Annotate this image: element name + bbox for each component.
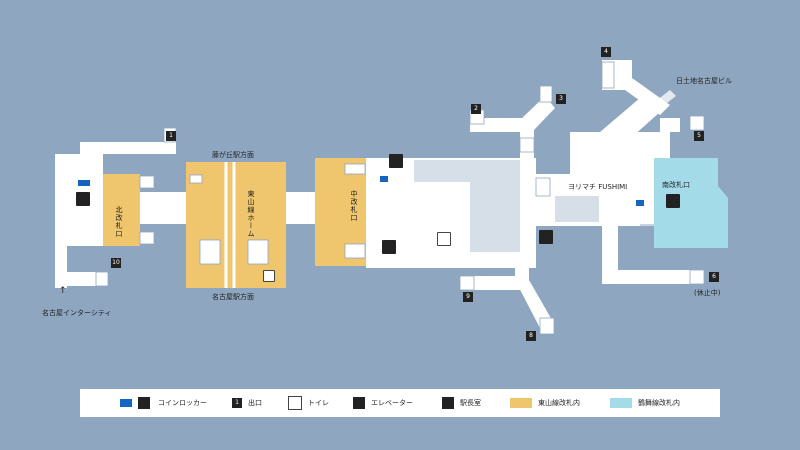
- station-office-icon: [442, 397, 454, 409]
- legend-higashiyama-label: 東山線改札内: [538, 399, 580, 407]
- gate-lines: [640, 224, 654, 246]
- locker-swatch: [120, 399, 132, 407]
- fujigaoka-label: 藤が丘駅方面: [212, 151, 254, 159]
- locker-icon: [666, 194, 680, 208]
- south-gate-label: 南改札口: [662, 181, 690, 189]
- legend-toilet-label: トイレ: [308, 399, 329, 407]
- corridors: [55, 60, 702, 328]
- exit-6: 6: [709, 272, 719, 282]
- nissay-arrow: [652, 90, 676, 110]
- higashiyama-home-label: 東山線ホーム: [247, 190, 255, 238]
- legend-elevator-label: エレベーター: [371, 399, 413, 407]
- locker-icon: [138, 397, 150, 409]
- exit-2: 2: [471, 104, 481, 114]
- central-gate-label: 中改札口: [350, 190, 358, 222]
- locker-icon: [76, 192, 90, 206]
- toilet-icon: [288, 396, 302, 410]
- locker-icon: [389, 154, 403, 168]
- legend-locker: コインロッカー: [120, 389, 207, 417]
- legend-toilet: トイレ: [288, 389, 329, 417]
- exit-1: 1: [166, 131, 176, 141]
- locker-marker-north: [78, 180, 90, 186]
- nagoya-label: 名古屋駅方面: [212, 293, 254, 301]
- legend-higashiyama: 東山線改札内: [510, 389, 580, 417]
- exit-9: 9: [463, 292, 473, 302]
- intercity-label: 名古屋インターシティ: [42, 309, 112, 317]
- legend-tsurumai-label: 鶴舞線改札内: [638, 399, 680, 407]
- exit-10: 10: [111, 258, 121, 268]
- elevator-icon: [353, 397, 365, 409]
- elevator-icon: [539, 230, 553, 244]
- tsurumai-swatch: [610, 398, 632, 408]
- legend-locker-label: コインロッカー: [158, 399, 207, 407]
- exit-8: 8: [526, 331, 536, 341]
- closed-label: (休止中): [694, 289, 721, 297]
- exit-3: 3: [556, 94, 566, 104]
- north-gate-label: 北改札口: [115, 206, 123, 238]
- yorimachi-label: ヨリマチ FUSHIMI: [568, 183, 628, 191]
- exit-arrow-icon: ↑: [59, 286, 67, 296]
- exit-4: 4: [601, 47, 611, 57]
- nissay-label: 日土地名古屋ビル: [676, 77, 732, 85]
- legend-station-office-label: 駅長室: [460, 399, 481, 407]
- station-office-icon: [382, 240, 396, 254]
- legend-exit-label: 出口: [248, 399, 262, 407]
- higashiyama-swatch: [510, 398, 532, 408]
- platform-lines: [224, 162, 236, 288]
- legend-station-office: 駅長室: [442, 389, 481, 417]
- locker-marker-central: [380, 176, 388, 182]
- locker-marker-south: [636, 200, 644, 206]
- tsurumai-gate-area: [654, 158, 728, 248]
- concourse: [414, 160, 599, 252]
- exit-5: 5: [694, 131, 704, 141]
- toilet-icon: [263, 270, 275, 282]
- legend-tsurumai: 鶴舞線改札内: [610, 389, 680, 417]
- toilet-icon: [437, 232, 451, 246]
- legend-exit-sample: 1: [232, 398, 242, 408]
- legend-elevator: エレベーター: [353, 389, 413, 417]
- legend-exit: 1 出口: [232, 389, 262, 417]
- legend: コインロッカー 1 出口 トイレ エレベーター 駅長室 東山線改札内 鶴舞線改札…: [80, 389, 720, 417]
